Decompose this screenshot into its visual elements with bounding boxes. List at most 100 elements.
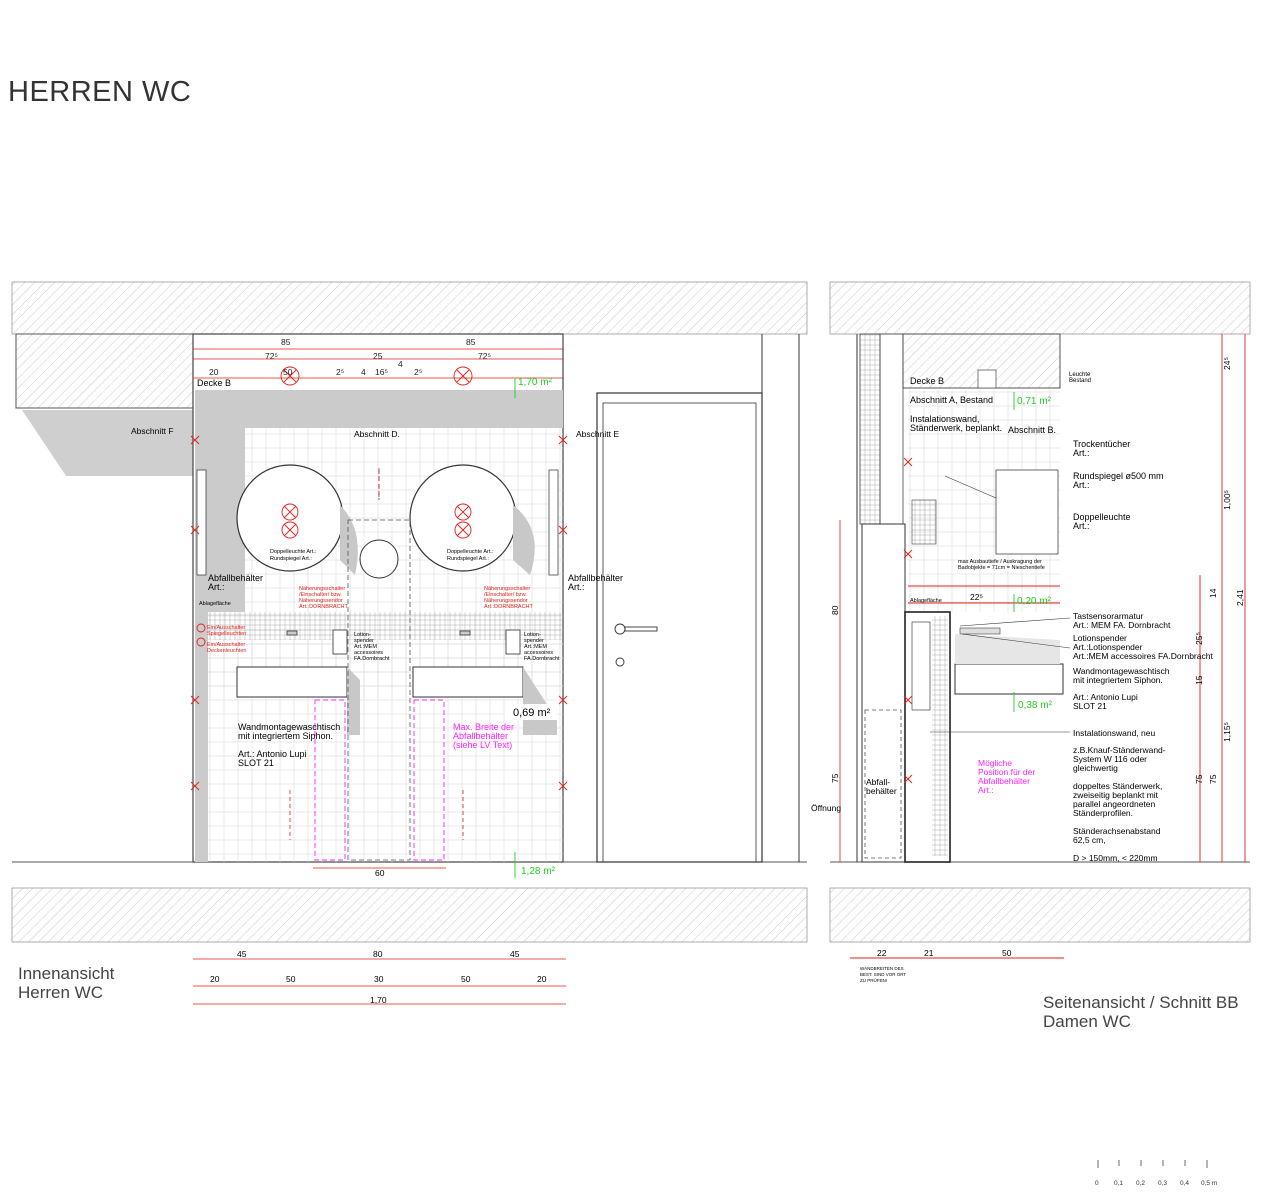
pos-1: Mögliche: [978, 758, 1012, 768]
instal-1: Instalationswand,: [910, 414, 980, 424]
dim-25-small: 2⁵: [336, 367, 344, 377]
achs-1: Ständerachsenabstand: [1073, 826, 1161, 836]
mirror-label-l-2: Rundspiegel Art.:: [270, 556, 312, 562]
scale-bar: [1097, 1160, 1208, 1168]
note-2: BEST. SIND VOR ORT: [860, 972, 906, 977]
area-bottom: 1,28 m²: [521, 866, 556, 877]
right-elevation: Leuchte Bestand Decke B Abschnitt A, Bes…: [811, 281, 1251, 983]
lamp-symbols: [280, 366, 473, 539]
switch-4: Deckenleuchten: [207, 648, 246, 654]
bottom-dim-50-a: 50: [286, 974, 296, 984]
area-top: 1,70 m²: [518, 377, 553, 388]
abfall-right-1: Abfallbehälter: [568, 573, 623, 583]
switch-3: Ein/Ausschalter: [207, 642, 245, 648]
bottom-dim-20-a: 20: [210, 974, 220, 984]
left-elevation: 85 85 72⁵ 25 72⁵ 20 50 2⁵ 4 16⁵ 4 2⁵ Dec…: [11, 281, 808, 1005]
achs-2: 62,5 cm,: [1073, 835, 1106, 845]
instal-2: Ständerwerk, beplankt.: [910, 423, 1002, 433]
dim-4-a: 4: [361, 367, 366, 377]
abfall-r-2: behälter: [866, 786, 897, 796]
right-bottom-22: 22: [877, 948, 887, 958]
knauf-3: gleichwertig: [1073, 763, 1118, 773]
dim-725-b: 72⁵: [478, 351, 491, 361]
pos-3: Abfallbehälter: [978, 776, 1030, 786]
ablage-right: Ablagefläche: [910, 598, 942, 604]
bottom-dim-80: 80: [373, 949, 383, 959]
scale-02: 0,2: [1136, 1180, 1145, 1187]
dim-25-small-b: 2⁵: [414, 367, 422, 377]
v-dim-255: 25⁵: [1194, 632, 1204, 645]
caption-right-line-1: Seitenansicht / Schnitt BB: [1043, 993, 1239, 1012]
v-dim-241: 2,41: [1235, 589, 1245, 606]
switch-2: Spiegelleuchten: [207, 631, 246, 637]
d-range: D > 150mm, < 220mm: [1073, 853, 1158, 863]
scale-04: 0,4: [1180, 1180, 1189, 1187]
bin-max-3: (siehe LV Text): [453, 740, 512, 750]
shade-top: [195, 390, 563, 862]
bottom-dim-total: 1,70: [370, 995, 387, 1005]
lupi-2: SLOT 21: [1073, 701, 1107, 711]
lotion-l-3: Art.:MEM: [354, 644, 377, 650]
trocken-1: Trockentücher: [1073, 439, 1130, 449]
scale-0: 0: [1095, 1180, 1099, 1187]
washbasin-right: [412, 666, 524, 698]
lupi-1: Art.: Antonio Lupi: [1073, 692, 1138, 702]
scale-01: 0,1: [1114, 1180, 1123, 1187]
wasch-2: mit integriertem Siphon.: [1073, 675, 1163, 685]
lotion-r-4: accessoires: [524, 650, 553, 656]
area-right-1: 0,71 m²: [1017, 396, 1052, 407]
dim-50: 50: [283, 367, 293, 377]
bin-max-1: Max. Breite der: [453, 722, 514, 732]
lotion-r-2: spender: [524, 638, 544, 644]
abschnitt-a: Abschnitt A, Bestand: [910, 395, 993, 405]
bin-max-2: Abfallbehälter: [453, 731, 508, 741]
sensor-r-3: Näherungssendor: [484, 598, 528, 604]
lotion-r-3: Art.:MEM: [524, 644, 547, 650]
caption-right-line-2: Damen WC: [1043, 1012, 1131, 1031]
lotion-l-5: FA.Dornbracht: [354, 656, 390, 662]
basin-text-3: Art.: Antonio Lupi: [238, 749, 307, 759]
area-right-3: 0,38 m²: [1018, 700, 1053, 711]
sensor-l-3: Näherungssendor: [299, 598, 343, 604]
lotion-l-2: spender: [354, 638, 374, 644]
abschnitt-f: Abschnitt F: [131, 426, 174, 436]
v-dim-15: 15: [1194, 675, 1204, 685]
wasch-1: Wandmontagewaschtisch: [1073, 666, 1170, 676]
dim-725-a: 72⁵: [265, 351, 278, 361]
abschnitt-d: Abschnitt D.: [354, 429, 400, 439]
bottom-dim-30: 30: [374, 974, 384, 984]
dim-4-b: 4: [398, 359, 403, 369]
sensor-r-1: Näherungsschalter: [484, 586, 530, 592]
section-markers: [190, 435, 568, 791]
round-element: [359, 539, 399, 579]
leuchte-2: Bestand: [1069, 378, 1091, 384]
caption-seitenansicht: Seitenansicht / Schnitt BB Damen WC: [1043, 993, 1239, 1031]
decke-label-right: Decke B: [910, 376, 944, 386]
pos-2: Position für der: [978, 767, 1035, 777]
basin-text-1: Wandmontagewaschtisch: [238, 722, 340, 732]
taster-2: Art.: MEM FA. Dornbracht: [1073, 620, 1171, 630]
caption-innenansicht: Innenansicht Herren WC: [18, 964, 114, 1002]
sensor-r-4: Art.:DORNBRACHT: [484, 604, 534, 610]
lotion-right-2: Art.:Lotionspender: [1073, 642, 1143, 652]
dim-85-b: 85: [466, 337, 476, 347]
basin-text-2: mit integriertem Siphon.: [238, 731, 333, 741]
lotion-right-1: Lotionspender: [1073, 633, 1127, 643]
v-dim-80: 80: [830, 605, 840, 615]
right-bottom-21: 21: [924, 948, 934, 958]
dopp-2: zweiseitig beplankt mit: [1073, 790, 1159, 800]
doppel-2: Art.:: [1073, 521, 1090, 531]
spiegel-1: Rundspiegel ø500 mm: [1073, 471, 1164, 481]
abfall-r-1: Abfall-: [866, 777, 890, 787]
v-dim-75-c: 75: [1208, 774, 1218, 784]
dopp-4: Ständerprofilen.: [1073, 808, 1133, 818]
spiegel-2: Art.:: [1073, 480, 1090, 490]
abfall-left-1: Abfallbehälter: [208, 573, 263, 583]
abfall-right-2: Art.:: [568, 582, 585, 592]
lotion-r-5: FA.Dornbracht: [524, 656, 560, 662]
floor-slab-right: [829, 887, 1251, 943]
shade-abschnitt-f: [22, 410, 193, 476]
mirror-label-r-1: Doppelleuchte Art.:: [447, 549, 494, 555]
area-mid: 0,69 m²: [513, 707, 551, 719]
